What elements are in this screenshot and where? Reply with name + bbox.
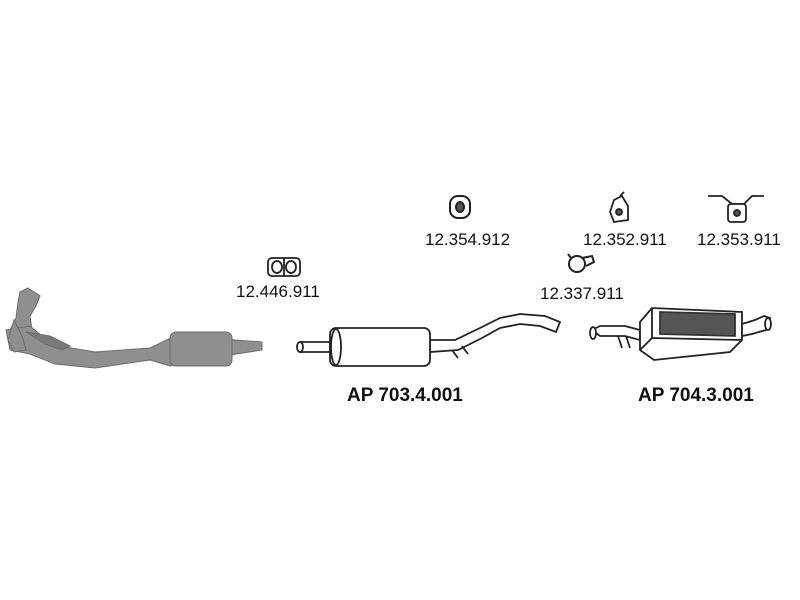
part-label-352-911: 12.352.911 <box>583 230 667 249</box>
rear-silencer-icon <box>589 307 772 361</box>
assembly-label-middle: AP 703.4.001 <box>347 385 463 406</box>
part-label-354-912: 12.354.912 <box>425 230 511 249</box>
bracket-353-icon <box>708 195 764 223</box>
middle-silencer-icon <box>296 313 562 367</box>
part-label-337-911: 12.337.911 <box>540 284 624 303</box>
assembly-label-rear: AP 704.3.001 <box>638 385 754 406</box>
rubber-hanger-354-icon <box>449 195 471 219</box>
clamp-337-icon <box>567 253 596 273</box>
part-label-353-911: 12.353.911 <box>697 230 781 249</box>
front-pipe-catalyst <box>5 287 263 369</box>
part-label-446-911: 12.446.911 <box>236 282 320 301</box>
bracket-352-icon <box>609 191 629 223</box>
clamp-446-icon <box>267 257 301 277</box>
